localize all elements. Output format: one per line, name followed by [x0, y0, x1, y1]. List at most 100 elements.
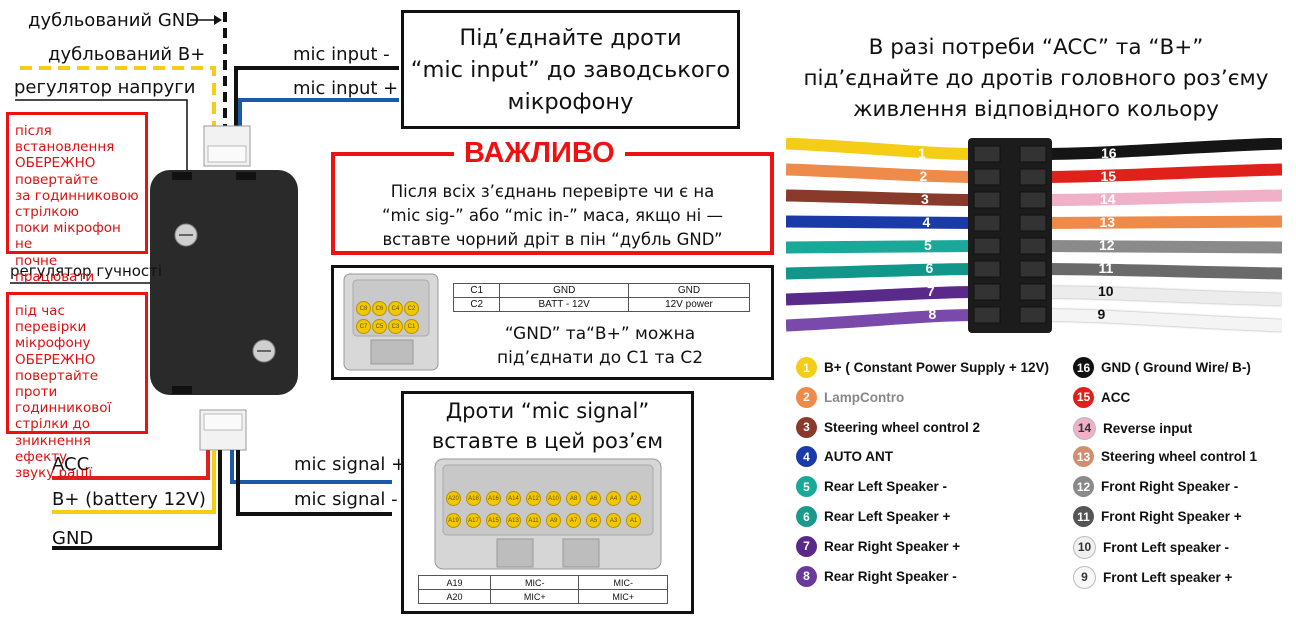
legend-label: Front Right Speaker +: [1101, 509, 1242, 524]
mic-input-minus-label: mic input -: [293, 44, 390, 65]
harness-pin: [973, 306, 1001, 324]
legend-label: Rear Left Speaker +: [824, 509, 951, 524]
acc-label: ACC: [52, 454, 90, 475]
harness-pin: [973, 214, 1001, 232]
gnd-label: GND: [52, 528, 94, 549]
table-row: C2 BATT - 12V 12V power: [452, 297, 751, 312]
legend-label: Rear Right Speaker +: [824, 538, 961, 554]
harness-pin: [973, 260, 1001, 278]
table-cell: C1: [452, 283, 501, 298]
legend-label: Steering wheel control 2: [824, 419, 981, 435]
legend-item: 3 Steering wheel control 2: [796, 416, 981, 438]
harness-wire-number: 14: [1100, 191, 1116, 207]
harness-wire-number: 7: [927, 283, 935, 299]
legend-item: 4 AUTO ANT: [796, 446, 893, 468]
harness-wire: [1041, 215, 1282, 229]
harness-wire: [1041, 286, 1282, 306]
c-pin: C6: [372, 301, 387, 316]
legend-label: LampContro: [824, 389, 905, 405]
legend-number-badge: 7: [796, 535, 817, 557]
harness-wire-number: 10: [1098, 283, 1114, 299]
harness-wire: [1041, 163, 1282, 183]
table-cell: A20: [418, 589, 491, 604]
legend-number-badge: 9: [1073, 565, 1096, 589]
legend-label: Front Right Speaker -: [1101, 479, 1239, 495]
table-cell: MIC-: [578, 575, 668, 590]
a-pin: A1: [626, 513, 641, 528]
harness-wire-number: 4: [922, 214, 931, 230]
harness-pin: [973, 191, 1001, 209]
legend-number-badge: 3: [796, 416, 817, 438]
harness-wire-number: 2: [919, 168, 928, 184]
legend-label: AUTO ANT: [824, 449, 893, 465]
harness-pin: [1019, 191, 1047, 209]
harness-wire-number: 6: [925, 260, 934, 276]
harness-wire-number: 3: [921, 191, 929, 207]
table-cell: GND: [499, 283, 629, 298]
legend-item: 14 Reverse input: [1073, 416, 1193, 440]
counterclockwise-warning-note: під час перевірки мікрофону ОБЕРЕЖНО пов…: [6, 292, 148, 481]
c-pin: C1: [404, 319, 419, 334]
harness-wire-number: 16: [1101, 145, 1117, 161]
legend-label: Front Left speaker +: [1103, 569, 1233, 585]
mic-input-instruction-text: Під’єднайте дроти “mic input” до заводсь…: [410, 24, 731, 115]
table-cell: GND: [627, 283, 751, 298]
harness-wire-number: 9: [1097, 306, 1106, 322]
harness-wire: [1041, 189, 1282, 206]
a-pin: A18: [466, 491, 481, 506]
harness-wire: [786, 138, 977, 160]
legend-label: Reverse input: [1103, 420, 1193, 436]
harness-wire-number: 11: [1098, 260, 1114, 276]
legend-number-badge: 16: [1073, 357, 1094, 378]
legend-number-badge: 11: [1073, 506, 1094, 527]
legend-label: Rear Left Speaker -: [824, 479, 948, 495]
c-pin: C4: [388, 301, 403, 316]
voltage-regulator-label: регулятор напруги: [14, 77, 196, 98]
harness-wire-number: 12: [1099, 237, 1115, 253]
important-text: Після всіх з’єднань перевірте чи є на “m…: [382, 182, 723, 249]
counterclockwise-warning-text: під час перевірки мікрофону ОБЕРЕЖНО пов…: [15, 303, 112, 482]
table-cell: BATT - 12V: [499, 297, 629, 312]
a-pin: A3: [606, 513, 621, 528]
harness-wire: [1041, 138, 1282, 160]
harness-wire-number: 8: [928, 306, 937, 322]
dup-gnd-label: дубльований GND: [28, 10, 200, 31]
harness-wire: [1041, 309, 1282, 332]
a-pin: A4: [606, 491, 621, 506]
table-cell: MIC-: [489, 575, 580, 590]
mic-signal-minus-label: mic signal -: [294, 489, 398, 510]
harness-wire: [786, 163, 977, 183]
a-pin: A6: [586, 491, 601, 506]
legend-number-badge: 4: [796, 446, 817, 468]
a-pin: A5: [586, 513, 601, 528]
table-cell: 12V power: [627, 297, 751, 312]
dup-bplus-label: дубльований B+: [48, 44, 206, 65]
a-pin: A16: [486, 491, 501, 506]
legend-label: ACC: [1101, 389, 1131, 405]
clockwise-warning-text: після встановлення ОБЕРЕЖНО повертайте з…: [15, 123, 139, 285]
harness-wire: [786, 240, 977, 254]
volume-regulator-label: регулятор гучності: [10, 262, 163, 280]
c-pin: C8: [356, 301, 371, 316]
harness-pin: [973, 145, 1001, 163]
clockwise-warning-note: після встановлення ОБЕРЕЖНО повертайте з…: [6, 112, 148, 285]
mic-input-instruction-box: Під’єднайте дроти “mic input” до заводсь…: [401, 10, 740, 129]
harness-pin: [1019, 214, 1047, 232]
legend-number-badge: 2: [796, 386, 817, 408]
a-pin: A2: [626, 491, 641, 506]
c-pin: C2: [404, 301, 419, 316]
battery-label: B+ (battery 12V): [52, 489, 206, 510]
harness-pin: [1019, 283, 1047, 301]
table-cell: MIC+: [489, 589, 580, 604]
mic-input-plus-label: mic input +: [293, 78, 399, 99]
harness-wire-number: 13: [1099, 214, 1116, 230]
a-pin: A12: [526, 491, 541, 506]
legend-number-badge: 14: [1073, 416, 1096, 440]
